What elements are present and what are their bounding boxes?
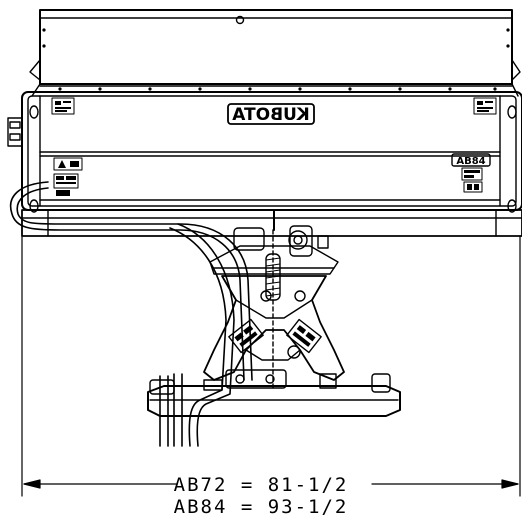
dimension-label-ab84: AB84 = 93-1/2	[173, 496, 349, 518]
right-pin-icon	[507, 105, 517, 119]
dimension-label-ab72: AB72 = 81-1/2	[173, 474, 349, 496]
warning-decals	[51, 97, 497, 196]
brand-badge-text: KUBOTA	[231, 105, 309, 125]
upper-housing	[29, 9, 521, 97]
blade-body	[21, 91, 522, 237]
pivot-mount	[203, 209, 345, 391]
quick-attach-plate	[147, 369, 401, 417]
top-hole-icon	[235, 15, 245, 25]
width-dimension-line	[21, 235, 521, 497]
brand-badge: KUBOTA	[227, 103, 315, 125]
model-badge-text: AB84	[456, 156, 485, 167]
left-hinge-bracket	[7, 117, 23, 147]
model-badge: AB84	[451, 153, 491, 167]
left-pin-icon	[29, 105, 39, 119]
hydraulic-hoses	[9, 181, 253, 447]
